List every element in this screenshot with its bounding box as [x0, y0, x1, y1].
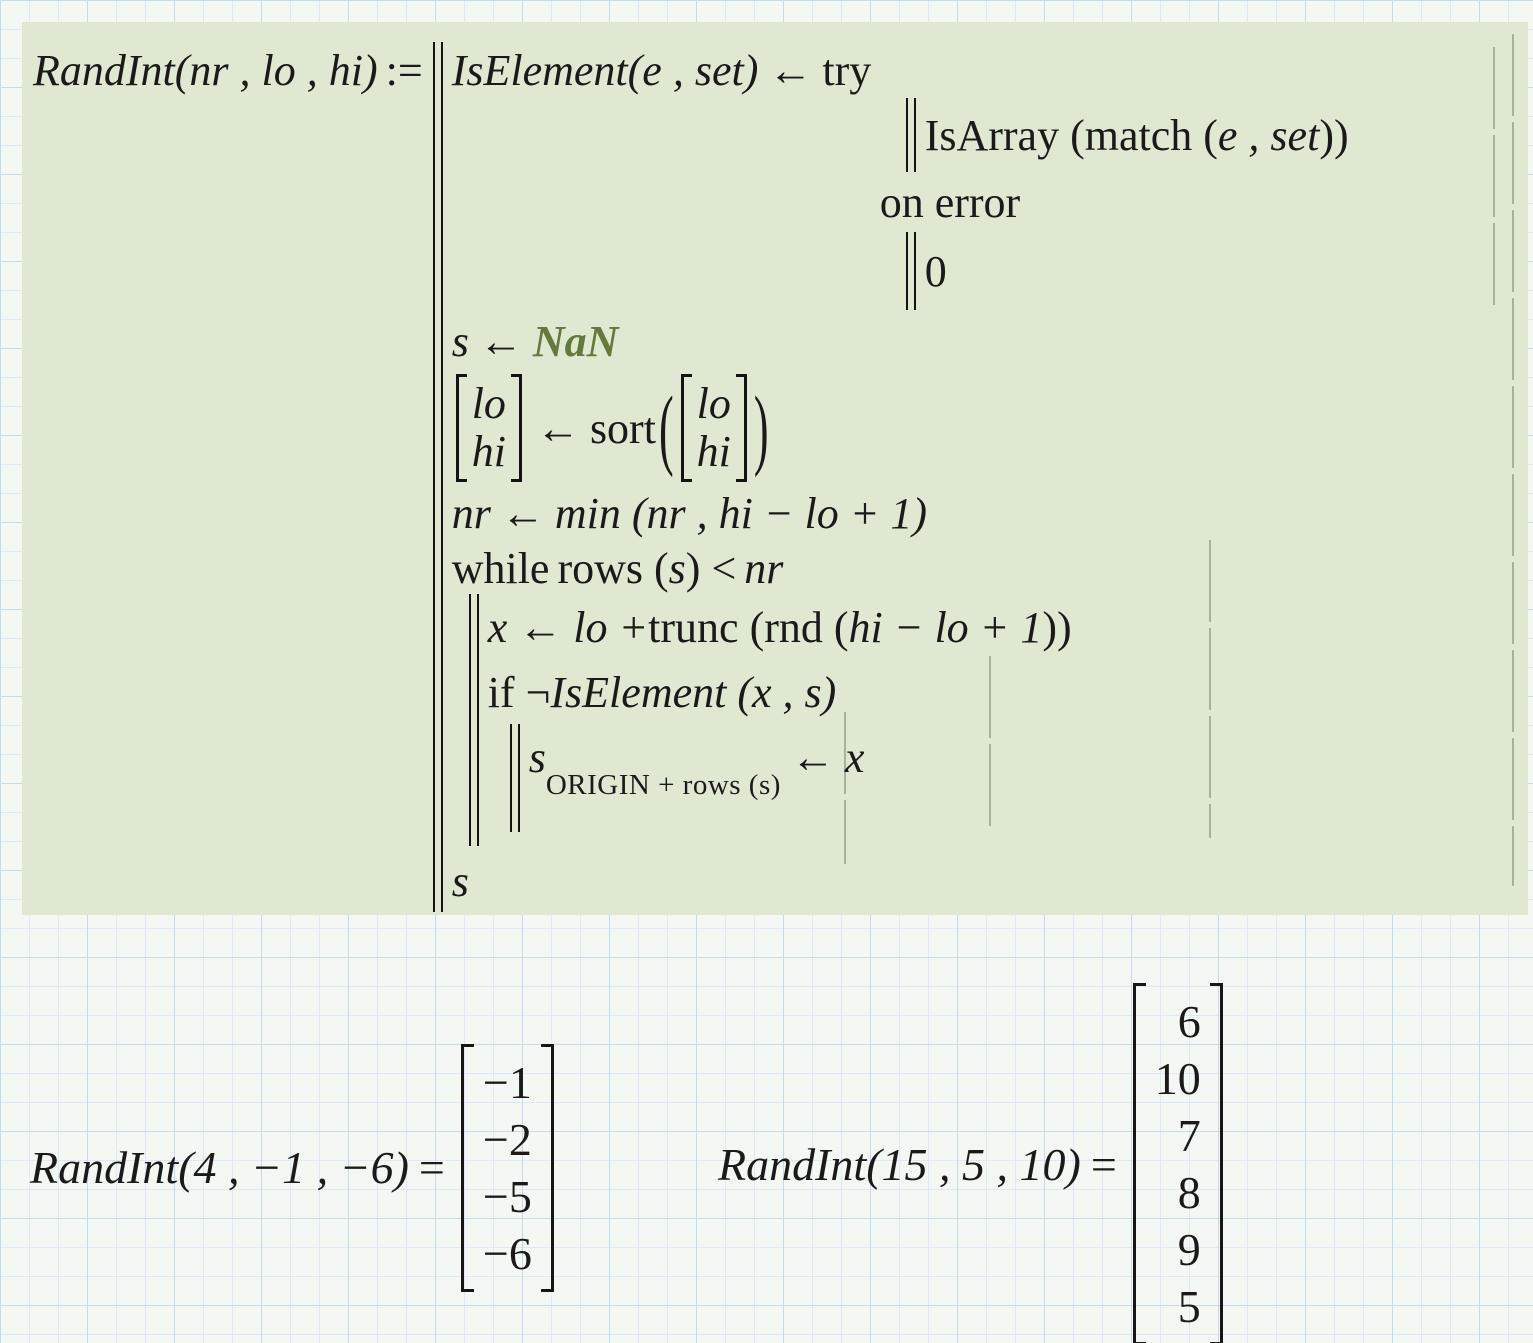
- return-value-s: s: [451, 856, 469, 906]
- guide-rule-outer-program: [1512, 34, 1514, 886]
- vector-lo-hi-arg: lo hi: [680, 374, 748, 482]
- var-s: s: [451, 316, 469, 366]
- line-iselement-try: IsElement(e , set)←try: [452, 42, 872, 98]
- vector-entry: −6: [482, 1227, 532, 1279]
- function-definition-region[interactable]: RandInt(nr , lo , hi):= IsElement(e , se…: [33, 42, 1349, 912]
- program-bar-while: [468, 594, 479, 846]
- result-vector-2: 6 10 7 8 9 5: [1132, 983, 1223, 1343]
- line-sort: lo hi ← sort ( lo hi ): [452, 372, 772, 484]
- vector-entry: 6: [1177, 996, 1201, 1047]
- rows-function: rows (: [557, 543, 669, 593]
- line-subscript-assign: sORIGIN + rows (s) ←x: [529, 724, 865, 832]
- match-args: e , set: [1217, 110, 1320, 160]
- program-block: IsElement(e , set)←try IsArray (match (e…: [432, 42, 1349, 912]
- vector-entry: 9: [1177, 1224, 1201, 1275]
- vector-entry: lo: [471, 379, 506, 428]
- while-body-lines: x ← lo + trunc (rnd (hi − lo + 1)) if ¬I…: [488, 594, 1072, 846]
- vector-entry: 7: [1177, 1110, 1201, 1161]
- assign-arrow: ←: [535, 403, 580, 453]
- function-args: (nr , lo , hi): [174, 46, 378, 95]
- assign-arrow: ←: [500, 488, 545, 538]
- guide-rule-if-body: [989, 656, 991, 826]
- program-bar-onerror: [905, 232, 916, 310]
- assign-arrow: ←: [768, 45, 813, 95]
- vector-entry: hi: [696, 427, 731, 476]
- vector-entry: 5: [1177, 1281, 1201, 1332]
- on-error-keyword: on error: [879, 177, 1021, 227]
- x-assign-lhs: x ← lo +: [487, 602, 649, 652]
- vector-entry: lo: [696, 379, 731, 428]
- try-block: IsArray (match (e , set)) on error 0: [880, 98, 1349, 310]
- vector-entry: hi: [471, 427, 506, 476]
- program-bar-outer: [432, 42, 443, 912]
- var-s: s: [668, 543, 686, 593]
- iselement-call: IsElement (x , s): [550, 667, 837, 717]
- result-equation-1[interactable]: RandInt(4 , −1 , −6)= −1 −2 −5 −6: [30, 1040, 554, 1295]
- min-expression: min (nr , hi − lo + 1): [554, 488, 928, 538]
- vector-entry: −1: [482, 1056, 532, 1108]
- closing-parens: )): [1042, 602, 1072, 652]
- call-args: (15 , 5 , 10): [866, 1138, 1081, 1190]
- vector-entry: −2: [482, 1113, 532, 1165]
- var-x: x: [844, 733, 865, 782]
- line-x-assign: x ← lo + trunc (rnd (hi − lo + 1)): [488, 594, 1072, 660]
- var-s: s: [528, 733, 546, 782]
- function-name: RandInt: [718, 1138, 867, 1190]
- function-name: RandInt: [33, 46, 175, 95]
- trunc-rnd-functions: trunc (rnd (: [648, 602, 849, 652]
- program-bar-try: [905, 98, 916, 172]
- vector-entry: −5: [482, 1170, 532, 1222]
- vector-entry: 10: [1154, 1053, 1201, 1104]
- function-name: RandInt: [30, 1142, 179, 1193]
- try-keyword: try: [822, 45, 872, 95]
- guide-rule-try-block: [1493, 47, 1495, 309]
- while-keyword: while: [451, 543, 550, 593]
- call-args: (4 , −1 , −6): [178, 1142, 409, 1193]
- local-fn-args: (e , set): [627, 45, 759, 95]
- program-region-highlight: [22, 22, 1528, 915]
- closing-parens: )): [1319, 110, 1349, 160]
- subscript-assignment: sORIGIN + rows (s) ←x: [529, 732, 865, 811]
- error-fallback-line: 0: [905, 232, 947, 310]
- on-error-line: on error: [880, 172, 1021, 232]
- local-fn-name: IsElement: [451, 45, 628, 95]
- isarray-call: IsArray (match (: [924, 110, 1218, 160]
- program-body: IsElement(e , set)←try IsArray (match (e…: [452, 42, 1349, 912]
- line-if: if ¬IsElement (x , s): [488, 660, 837, 724]
- definition-lhs: RandInt(nr , lo , hi):=: [33, 42, 423, 100]
- big-paren-open: (: [658, 377, 674, 479]
- program-bar-if: [509, 724, 520, 832]
- less-than-operator: ) <: [685, 543, 737, 593]
- assign-arrow: ←: [478, 316, 523, 366]
- assign-arrow: ←: [790, 733, 835, 782]
- big-paren-close: ): [753, 377, 769, 479]
- assign-operator: :=: [385, 46, 423, 95]
- if-body: sORIGIN + rows (s) ←x: [509, 724, 865, 832]
- vector-entry: 8: [1177, 1167, 1201, 1218]
- while-body: x ← lo + trunc (rnd (hi − lo + 1)) if ¬I…: [468, 594, 1072, 846]
- vector-lo-hi: lo hi: [455, 374, 523, 482]
- range-expression: hi − lo + 1: [848, 602, 1043, 652]
- equals-sign: =: [418, 1142, 445, 1193]
- sort-function: sort: [589, 403, 656, 453]
- var-nr: nr: [744, 543, 784, 593]
- origin-rows-subscript: ORIGIN + rows (s): [545, 769, 781, 801]
- var-nr: nr: [451, 488, 491, 538]
- fallback-value: 0: [924, 246, 947, 296]
- result-vector-1: −1 −2 −5 −6: [460, 1043, 554, 1292]
- line-return: s: [452, 850, 469, 912]
- try-body-line: IsArray (match (e , set)): [905, 98, 1349, 172]
- line-s-nan: s←NaN: [452, 310, 619, 372]
- guide-rule-while-body: [1209, 540, 1211, 838]
- result-equation-2[interactable]: RandInt(15 , 5 , 10)= 6 10 7 8 9 5: [718, 983, 1223, 1343]
- guide-rule-assign-line: [844, 712, 846, 864]
- nan-keyword: NaN: [532, 316, 619, 366]
- equals-sign: =: [1090, 1138, 1117, 1190]
- if-not-keyword: if ¬: [487, 667, 551, 717]
- line-min: nr←min (nr , hi − lo + 1): [452, 484, 927, 542]
